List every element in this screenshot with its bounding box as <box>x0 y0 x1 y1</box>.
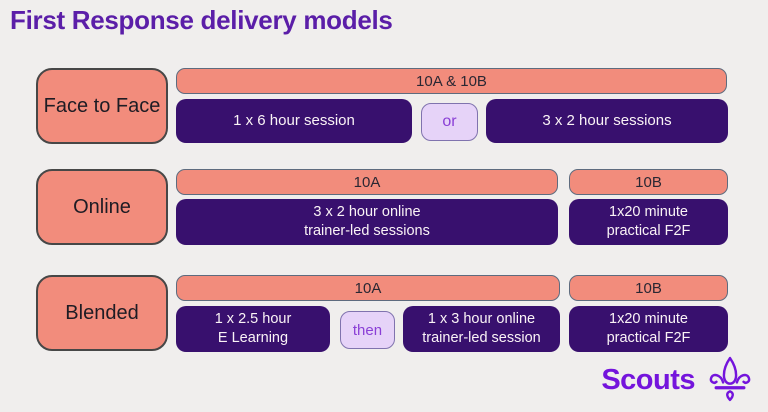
session-box-6-hour: 1 x 6 hour session <box>176 99 412 143</box>
module-bar-blended-10a: 10A <box>176 275 560 301</box>
module-bar-10a-10b: 10A & 10B <box>176 68 727 94</box>
session-box-elearning: 1 x 2.5 hour E Learning <box>176 306 330 352</box>
scouts-logo: Scouts <box>601 354 756 406</box>
module-bar-blended-10b: 10B <box>569 275 728 301</box>
page-title: First Response delivery models <box>10 5 393 35</box>
module-bar-online-10a: 10A <box>176 169 558 195</box>
row-label-online: Online <box>36 169 168 245</box>
row-label-blended: Blended <box>36 275 168 351</box>
module-bar-online-10b: 10B <box>569 169 728 195</box>
scouts-wordmark: Scouts <box>601 363 695 396</box>
row-label-face-to-face: Face to Face <box>36 68 168 144</box>
connector-then: then <box>340 311 395 349</box>
session-box-online-trainer-led: 3 x 2 hour online trainer-led sessions <box>176 199 558 245</box>
session-box-3x2-hour: 3 x 2 hour sessions <box>486 99 728 143</box>
session-box-blended-trainer-led: 1 x 3 hour online trainer-led session <box>403 306 560 352</box>
connector-or: or <box>421 103 478 141</box>
session-box-blended-practical: 1x20 minute practical F2F <box>569 306 728 352</box>
session-box-online-practical: 1x20 minute practical F2F <box>569 199 728 245</box>
fleur-de-lis-icon <box>709 356 751 402</box>
